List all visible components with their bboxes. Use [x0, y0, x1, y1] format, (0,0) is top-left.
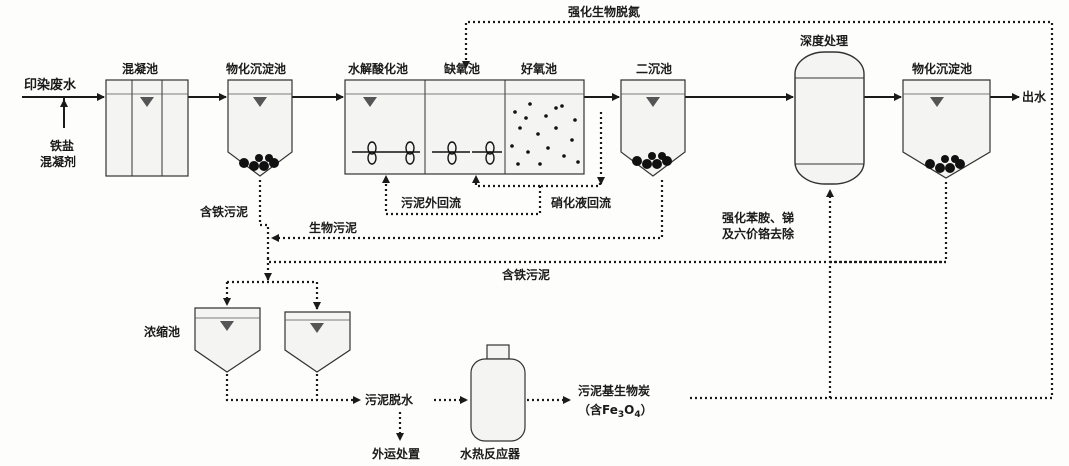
coagulation-tank: [105, 79, 189, 177]
label-aerobic-tank: 好氧池: [520, 61, 557, 76]
mixer-icons: [352, 141, 502, 165]
thickener-tank-1: [194, 307, 261, 373]
label-anoxic-tank: 缺氧池: [444, 61, 480, 76]
label-enhanced-removal-1: 强化苯胺、锑: [722, 210, 794, 225]
label-iron-salt: 铁盐: [50, 138, 74, 153]
main-flow-line: [22, 93, 1020, 128]
label-coagulant: 混凝剂: [40, 154, 76, 169]
label-biochar-1: 污泥基生物炭: [578, 383, 650, 398]
label-effluent: 出水: [1022, 89, 1047, 104]
advanced-treatment-vessel: [794, 51, 865, 185]
dotted-flow-lines: [223, 20, 1054, 441]
label-phys-chem-tank-1: 物化沉淀池: [226, 61, 286, 76]
label-dewatering: 污泥脱水: [365, 392, 414, 407]
label-enhanced-denitrification: 强化生物脱氮: [568, 4, 640, 19]
label-biochar-2: （含Fe3O4）: [578, 402, 653, 420]
label-coagulation-tank: 混凝池: [122, 61, 158, 76]
label-advanced-treatment: 深度处理: [800, 33, 848, 48]
label-nitrate-return: 硝化液回流: [551, 195, 611, 210]
label-hydrothermal-reactor: 水热反应器: [460, 446, 521, 461]
label-thickener: 浓缩池: [144, 324, 180, 339]
aeration-bubbles: [510, 102, 580, 166]
label-iron-sludge-1: 含铁污泥: [200, 204, 248, 219]
label-bio-sludge: 生物污泥: [309, 220, 357, 235]
label-enhanced-removal-2: 及六价铬去除: [722, 226, 795, 241]
biological-reactor: [344, 79, 585, 175]
label-sludge-return: 污泥外回流: [401, 195, 461, 210]
label-influent: 印染废水: [24, 77, 77, 93]
label-disposal: 外运处置: [372, 446, 420, 461]
thickener-tank-2: [284, 311, 351, 373]
phys-chem-settling-tank-2: [902, 79, 991, 179]
phys-chem-settling-tank-1: [227, 79, 293, 177]
label-hydrolysis-tank: 水解酸化池: [348, 61, 408, 76]
secondary-clarifier: [620, 79, 686, 177]
hydrothermal-reactor: [470, 344, 526, 442]
label-iron-sludge-2: 含铁污泥: [502, 267, 550, 282]
label-phys-chem-tank-2: 物化沉淀池: [912, 61, 972, 76]
label-secondary-clarifier: 二沉池: [636, 61, 672, 76]
